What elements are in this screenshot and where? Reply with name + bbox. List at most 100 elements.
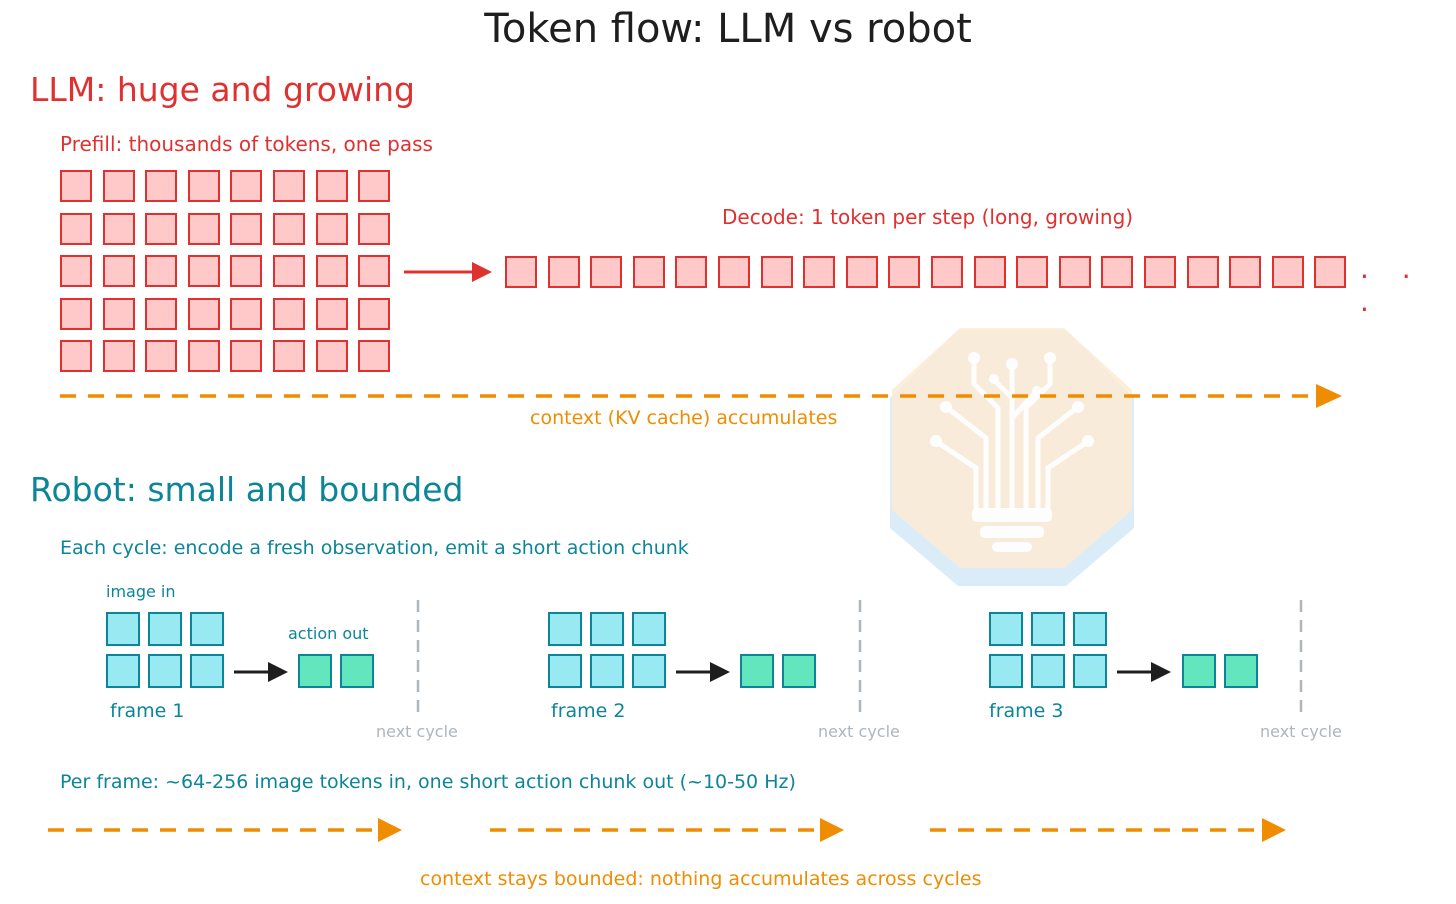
image-token (632, 654, 666, 688)
image-token (148, 612, 182, 646)
frame-label-2: frame 2 (551, 700, 626, 722)
prefill-to-decode-arrow-icon (404, 262, 492, 282)
prefill-token (358, 255, 391, 288)
frame-label-3: frame 3 (989, 700, 1064, 722)
decode-token (1101, 256, 1134, 288)
image-token (1073, 612, 1107, 646)
image-to-action-arrow-icon-1 (234, 662, 288, 682)
prefill-token (230, 297, 263, 330)
prefill-token (315, 255, 348, 288)
llm-heading: LLM: huge and growing (30, 70, 415, 109)
llm-context-arrow-icon (60, 384, 1342, 408)
page-title: Token flow: LLM vs robot (484, 6, 972, 52)
decode-token (1016, 256, 1049, 288)
prefill-token (358, 297, 391, 330)
image-in-label: image in (106, 582, 176, 601)
action-out-label: action out (288, 624, 369, 643)
image-token (106, 612, 140, 646)
prefill-token (187, 212, 220, 245)
decode-token (547, 256, 580, 288)
image-token (632, 612, 666, 646)
prefill-token (145, 255, 178, 288)
robot-heading: Robot: small and bounded (30, 470, 464, 509)
decode-token (718, 256, 750, 288)
prefill-token (230, 212, 263, 245)
prefill-token (60, 212, 92, 245)
next-cycle-label-3: next cycle (1260, 722, 1342, 741)
image-token (106, 654, 140, 688)
decode-token (1271, 256, 1304, 288)
prefill-token (315, 340, 348, 373)
decode-token (1144, 256, 1176, 288)
decode-token (1058, 256, 1091, 288)
image-token (548, 612, 582, 646)
action-token (1224, 654, 1258, 688)
prefill-token (60, 340, 92, 373)
prefill-token (273, 170, 305, 202)
prefill-token (145, 340, 178, 373)
image-token (548, 654, 582, 688)
prefill-token (102, 255, 135, 288)
action-token (782, 654, 816, 688)
prefill-token (273, 297, 305, 330)
image-token (989, 654, 1023, 688)
robot-context-arrows-icon (48, 818, 1286, 842)
prefill-token (145, 170, 178, 202)
decode-token (590, 256, 623, 288)
prefill-token (102, 212, 135, 245)
image-token (1031, 654, 1065, 688)
prefill-token (102, 297, 135, 330)
per-frame-label: Per frame: ~64-256 image tokens in, one … (60, 771, 796, 793)
frame-label-1: frame 1 (110, 700, 185, 722)
image-token (1073, 654, 1107, 688)
next-cycle-label-2: next cycle (818, 722, 900, 741)
prefill-token (145, 297, 178, 330)
image-token (1031, 612, 1065, 646)
image-token (590, 612, 624, 646)
prefill-token (230, 340, 263, 373)
prefill-token (315, 297, 348, 330)
image-to-action-arrow-icon-3 (1117, 662, 1171, 682)
lightbulb-circuit-watermark-icon (890, 328, 1134, 586)
decode-token (1186, 256, 1219, 288)
prefill-token (60, 255, 92, 288)
prefill-token (145, 212, 178, 245)
prefill-token (358, 340, 391, 373)
decode-token (505, 256, 537, 288)
image-token (190, 654, 224, 688)
prefill-token (358, 212, 391, 245)
action-token (1182, 654, 1216, 688)
image-token (590, 654, 624, 688)
prefill-token (273, 340, 305, 373)
cycle-dividers (416, 600, 1303, 716)
decode-token (888, 256, 921, 288)
robot-subheading: Each cycle: encode a fresh observation, … (60, 537, 689, 559)
prefill-token (230, 255, 263, 288)
prefill-token (187, 170, 220, 202)
prefill-token (102, 340, 135, 373)
decode-token (931, 256, 963, 288)
decode-token (675, 256, 708, 288)
decode-token (973, 256, 1006, 288)
prefill-token (187, 297, 220, 330)
decode-ellipsis: . . . (1360, 252, 1423, 318)
decode-label: Decode: 1 token per step (long, growing) (722, 205, 1134, 229)
decode-token (1229, 256, 1262, 288)
action-token (740, 654, 774, 688)
prefill-token (60, 297, 92, 330)
decode-token (760, 256, 793, 288)
prefill-token (60, 170, 92, 202)
robot-context-label: context stays bounded: nothing accumulat… (420, 868, 982, 890)
prefill-token (102, 170, 135, 202)
image-token (190, 612, 224, 646)
image-to-action-arrow-icon-2 (676, 662, 730, 682)
action-token (340, 654, 374, 688)
prefill-token (273, 255, 305, 288)
llm-context-label: context (KV cache) accumulates (530, 407, 838, 429)
prefill-token (315, 212, 348, 245)
prefill-token (230, 170, 263, 202)
decode-token (1314, 256, 1347, 288)
prefill-token (315, 170, 348, 202)
image-token (148, 654, 182, 688)
